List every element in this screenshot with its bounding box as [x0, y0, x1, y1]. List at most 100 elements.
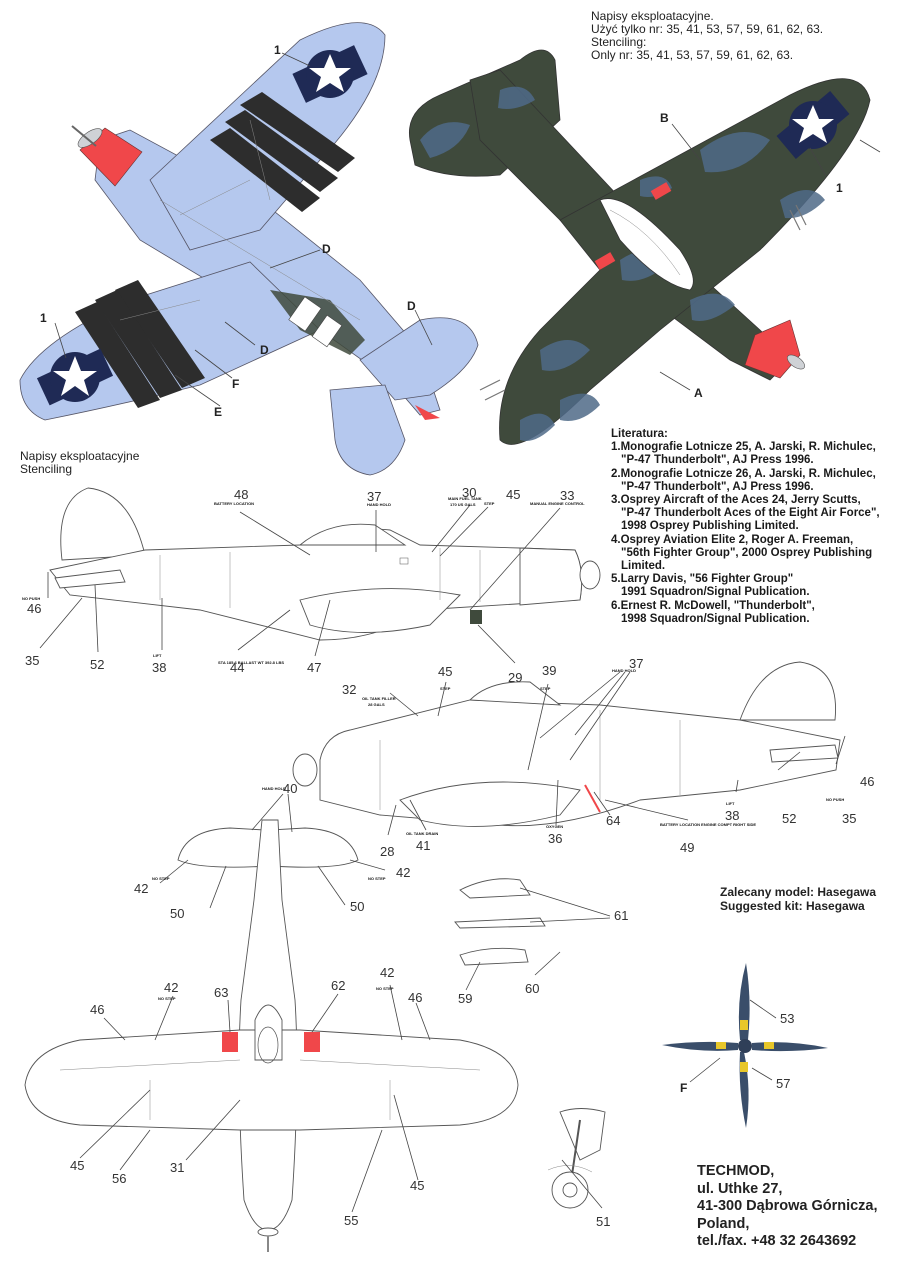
callout-45: 45 — [506, 487, 520, 502]
callout-45: 45 — [438, 664, 452, 679]
stencil-oil-tank-filler: OIL TANK FILLER — [362, 696, 396, 701]
star-insignia-icon — [36, 348, 114, 406]
literature-item: 1998 Squadron/Signal Publication. — [621, 612, 810, 625]
callout-31: 31 — [170, 1160, 184, 1175]
callout-40: 40 — [283, 781, 297, 796]
note-line: Only nr: 35, 41, 53, 57, 59, 61, 62, 63. — [591, 48, 794, 62]
callout-45: 45 — [410, 1178, 424, 1193]
star-insignia-icon — [292, 45, 368, 103]
callout-50: 50 — [350, 899, 364, 914]
callout-28: 28 — [380, 844, 394, 859]
stencil-no-step: NO STEP — [158, 996, 176, 1001]
stencil-oil-tank-gals: 28 GALS — [368, 702, 385, 707]
callout-38: 38 — [725, 808, 739, 823]
literature-item: "P-47 Thunderbolt", AJ Press 1996. — [621, 454, 814, 467]
stencil-oil-tank-drain: OIL TANK DRAIN — [406, 831, 438, 836]
stencil-main-fuel-tank: MAIN FUEL TANK — [448, 496, 482, 501]
stencil-no-push: NO PUSH — [826, 797, 844, 802]
stenciling-note: Napisy eksploatacyjne. Użyć tylko nr: 35… — [591, 10, 823, 62]
literature-item: 1.Monografie Lotnicze 25, A. Jarski, R. … — [611, 441, 876, 454]
callout-42: 42 — [380, 965, 394, 980]
publisher-address: TECHMOD, ul. Uthke 27, 41-300 Dąbrowa Gó… — [697, 1163, 878, 1251]
marking-label-d: D — [260, 343, 269, 357]
literature-item: 1991 Squadron/Signal Publication. — [621, 586, 810, 599]
marking-label-f: F — [232, 377, 239, 391]
stencil-ballast: STA 185.6 BALLAST WT 392.8 LBS — [218, 660, 284, 665]
callout-50: 50 — [170, 906, 184, 921]
stencil-step: STEP — [440, 686, 451, 691]
callout-52: 52 — [90, 657, 104, 672]
literature-item: "P-47 Thunderbolt Aces of the Eight Air … — [621, 507, 880, 520]
star-insignia-icon — [776, 91, 850, 159]
callout-46: 46 — [90, 1002, 104, 1017]
callout-42: 42 — [396, 865, 410, 880]
marking-label-1: 1 — [274, 43, 281, 57]
stencil-manual-engine-control: MANUAL ENGINE CONTROL — [530, 501, 585, 506]
country: Poland, — [697, 1215, 750, 1232]
stenciling-heading: Napisy eksploatacyjne Stenciling — [20, 450, 139, 476]
literature-item: "56th Fighter Group", 2000 Osprey Publis… — [621, 546, 873, 559]
callout-62: 62 — [331, 978, 345, 993]
literature-item: Limited. — [621, 560, 666, 573]
stencil-battery-location-engine: BATTERY LOCATION ENGINE COMPT RIGHT SIDE — [660, 822, 756, 827]
callout-46: 46 — [860, 774, 874, 789]
kit-pl: Zalecany model: Hasegawa — [720, 885, 877, 899]
stencil-no-step: NO STEP — [368, 876, 386, 881]
callout-49: 49 — [680, 840, 694, 855]
note-line: Użyć tylko nr: 35, 41, 53, 57, 59, 61, 6… — [591, 22, 824, 36]
stencil-lift: LIFT — [153, 653, 162, 658]
callout-47: 47 — [307, 660, 321, 675]
note-line: Napisy eksploatacyjne. — [591, 9, 714, 23]
heading-pl: Napisy eksploatacyjne — [20, 449, 140, 463]
stencil-no-step: NO STEP — [152, 876, 170, 881]
upper-surface-view: B 1 A — [408, 49, 881, 445]
marking-label-b: B — [660, 111, 669, 125]
callout-35: 35 — [25, 653, 39, 668]
callout-33: 33 — [560, 488, 574, 503]
literature-item: 3.Osprey Aircraft of the Aces 24, Jerry … — [611, 494, 861, 507]
callout-57: 57 — [776, 1076, 790, 1091]
stencil-no-step: NO STEP — [376, 986, 394, 991]
literature-heading: Literatura: — [611, 428, 668, 440]
stencil-oxygen: OXYGEN — [546, 824, 563, 829]
callout-32: 32 — [342, 682, 356, 697]
callout-42: 42 — [134, 881, 148, 896]
stencil-hand-hold: HAND HOLD — [262, 786, 286, 791]
street: ul. Uthke 27, — [697, 1180, 783, 1197]
callout-39: 39 — [542, 663, 556, 678]
callout-35: 35 — [842, 811, 856, 826]
landing-gear-view: 51 — [547, 1108, 610, 1229]
marking-label-a: A — [694, 386, 703, 400]
stencil-main-fuel-qty: 170 US GALS — [450, 502, 476, 507]
marking-label-1: 1 — [40, 311, 47, 325]
callout-45: 45 — [70, 1158, 84, 1173]
literature-item: 5.Larry Davis, "56 Fighter Group" — [611, 573, 794, 586]
callout-29: 29 — [508, 670, 522, 685]
callout-37: 37 — [629, 656, 643, 671]
stencil-battery-location: BATTERY LOCATION — [214, 501, 254, 506]
marking-label-d: D — [322, 242, 331, 256]
suggested-kit: Zalecany model: Hasegawa Suggested kit: … — [720, 885, 876, 913]
callout-41: 41 — [416, 838, 430, 853]
stencil-hand-hold: HAND HOLD — [612, 668, 636, 673]
stencil-step: STEP — [484, 501, 495, 506]
phone: tel./fax. +48 32 2643692 — [697, 1233, 857, 1249]
callout-37: 37 — [367, 489, 381, 504]
callout-44: 44 — [230, 660, 244, 675]
heading-en: Stenciling — [20, 462, 73, 476]
callout-52: 52 — [782, 811, 796, 826]
callout-46: 46 — [408, 990, 422, 1005]
marking-label-f: F — [680, 1081, 687, 1095]
stencil-lift: LIFT — [726, 801, 735, 806]
callout-53: 53 — [780, 1011, 794, 1026]
planform-view: HAND HOLD NO STEP NO STEP NO STEP NO STE… — [24, 781, 519, 1252]
callout-59: 59 — [458, 991, 472, 1006]
callout-63: 63 — [214, 985, 228, 1000]
callout-30: 30 — [462, 485, 476, 500]
stencil-no-push: NO PUSH — [22, 596, 40, 601]
callout-36: 36 — [548, 831, 562, 846]
callout-60: 60 — [525, 981, 539, 996]
left-side-profile: BATTERY LOCATION HAND HOLD MAIN FUEL TAN… — [22, 485, 601, 685]
underside-view-top-left: 1 1 D D F E D — [19, 22, 479, 476]
literature-item: 4.Osprey Aviation Elite 2, Roger A. Free… — [611, 533, 854, 546]
